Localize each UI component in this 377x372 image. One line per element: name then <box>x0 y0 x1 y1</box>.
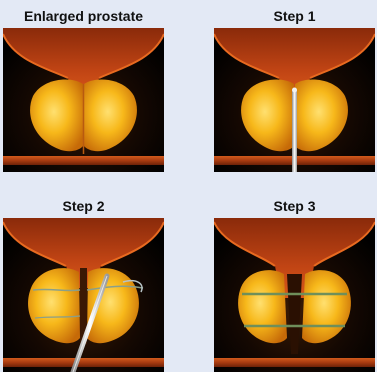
panel-step-3: Step 3 <box>214 196 375 372</box>
enlarged-prostate-illustration <box>3 28 164 172</box>
panel-title: Step 3 <box>214 196 375 216</box>
step-2-illustration <box>3 218 164 372</box>
urethra-band <box>3 156 164 165</box>
step-1-illustration <box>214 28 375 172</box>
panel-enlarged-prostate: Enlarged prostate <box>3 6 164 172</box>
urethra-band <box>214 358 375 367</box>
step-3-illustration <box>214 218 375 372</box>
needle-instrument <box>292 90 297 172</box>
urethra-band <box>3 358 164 367</box>
panel-title: Enlarged prostate <box>3 6 164 26</box>
panel-title: Step 1 <box>214 6 375 26</box>
panel-step-2: Step 2 <box>3 196 164 372</box>
panel-step-1: Step 1 <box>214 6 375 172</box>
panel-title: Step 2 <box>3 196 164 216</box>
